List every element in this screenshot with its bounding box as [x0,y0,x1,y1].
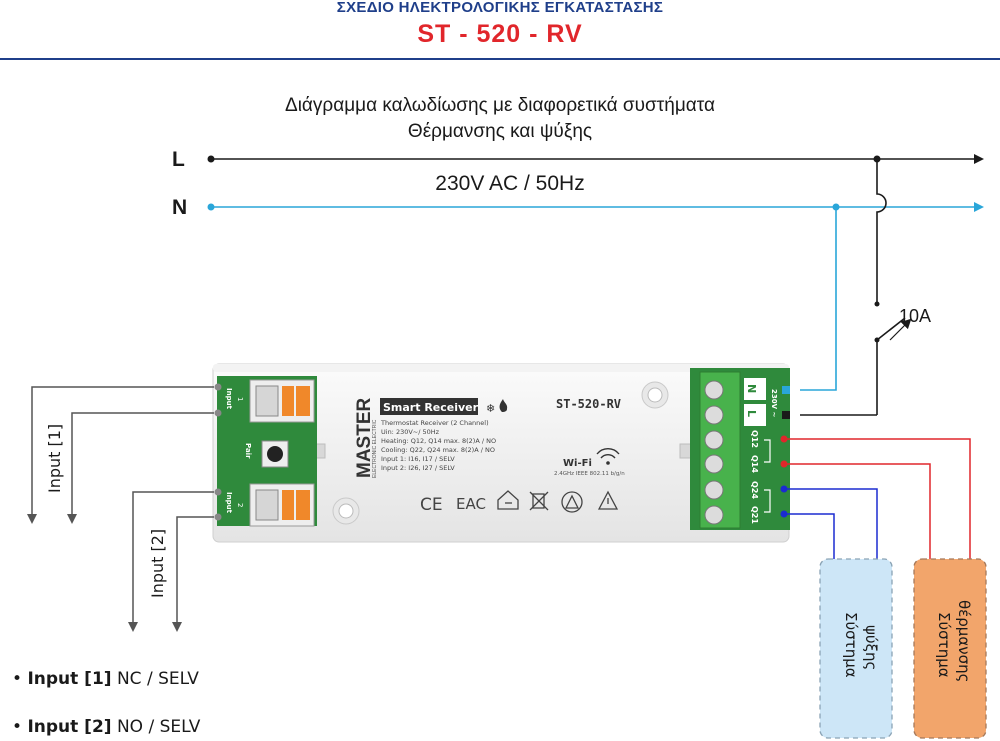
neutral-line [207,202,984,212]
neutral-line-label: N [172,196,188,219]
phase-line [207,154,984,164]
note-input-2-detail: NO / SELV [116,717,201,737]
input-1-number: 1 [236,397,244,401]
heating-wires [780,435,975,577]
mounting-hole-icon [641,381,669,409]
spec-line: Uin: 230V~/ 50Hz [381,428,440,436]
note-input-2: • Input [2] NO / SELV [12,717,201,737]
heating-system-line-2: θέρμανσης [955,600,973,682]
phase-drop-wire [800,159,887,416]
wifi-label: Wi-Fi [563,458,592,469]
spec-line: Thermostat Receiver (2 Channel) [380,419,489,427]
input-2-word: Input [225,492,233,514]
cooling-system-line-1: Σύστημα [842,612,860,678]
note-input-1: • Input [1] NC / SELV [12,669,199,689]
cooling-system-line-2: ψύξης [862,625,880,670]
pair-label: Pair [244,443,252,459]
input-2-wires [128,491,214,632]
breaker-switch-icon [876,317,912,341]
supply-voltage-label: 230V AC / 50Hz [435,172,585,195]
warning-triangle-icon [597,490,619,510]
device-model-code: ST-520-RV [556,397,621,411]
diagram-caption: Διάγραμμα καλωδίωσης με διαφορετικά συστ… [250,93,750,145]
diagram-title: ΣΧΕΔΙΟ ΗΛΕΚΤΡΟΛΟΓΙΚΗΣ ΕΓΚΑΤΑΣΤΑΣΗΣ [336,0,664,16]
header-rule [0,58,1000,60]
terminal-label-n: N [745,384,758,393]
snowflake-icon: ❄ [486,402,495,415]
wifi-icon [596,448,620,465]
model-title: ST - 520 - RV [417,20,583,48]
note-input-1-detail: NC / SELV [116,669,199,689]
spec-line: Input 2: I26, I27 / SELV [381,464,455,472]
input-2-connector [249,483,315,527]
eac-mark-icon: EAC [456,495,486,513]
spec-line: Input 1: I16, I17 / SELV [381,455,455,463]
brand-logo: MASTER [354,398,375,479]
mounting-hole-icon [332,497,360,525]
cooling-wires [780,485,882,577]
cooling-system-box [819,558,893,739]
terminal-label-q21: Q21 [750,506,759,524]
terminal-label-q14: Q14 [750,455,759,473]
pair-button-icon [261,440,289,468]
product-name: Smart Receiver [383,401,479,414]
heating-system-line-1: Σύστημα [935,612,953,678]
note-input-2-label: Input [2] [27,717,112,737]
phase-line-label: L [172,148,185,171]
indoor-use-icon [497,490,519,510]
caption-line-1: Διάγραμμα καλωδίωσης με διαφορετικά συστ… [285,95,715,116]
voltage-tag: 230V ~ [770,389,778,417]
input-1-label: Input [1] [45,424,64,493]
wifi-spec: 2.4GHz IEEE 802.11 b/g/n [554,471,625,477]
input-2-label: Input [2] [148,529,167,598]
caption-line-2: Θέρμανσης και ψύξης [407,121,593,142]
input-2-number: 2 [236,503,244,507]
weee-bin-icon [529,491,549,511]
flame-icon [499,399,508,412]
terminal-label-q12: Q12 [750,430,759,448]
spec-line: Cooling: Q22, Q24 max. 8(2)A / NO [381,446,495,454]
terminal-label-l: L [745,410,758,417]
terminal-label-q24: Q24 [750,481,759,499]
spec-line: Heating: Q12, Q14 max. 8(2)A / NO [381,437,496,445]
brand-subtitle: ELECTRONIC ELECTRIC [372,419,378,478]
recycle-icon [561,491,583,513]
svg-text:❄: ❄ [486,402,495,415]
ce-mark-icon: CE [420,495,443,515]
terminal-screws [704,380,724,525]
receiver-device: MASTER ELECTRONIC ELECTRIC Smart Receive… [212,363,790,543]
input-1-wires [27,386,214,524]
input-1-connector [249,379,315,423]
neutral-drop-wire [800,207,837,391]
input-1-word: Input [225,388,233,410]
note-input-1-label: Input [1] [27,669,112,689]
heating-system-box [913,558,987,739]
